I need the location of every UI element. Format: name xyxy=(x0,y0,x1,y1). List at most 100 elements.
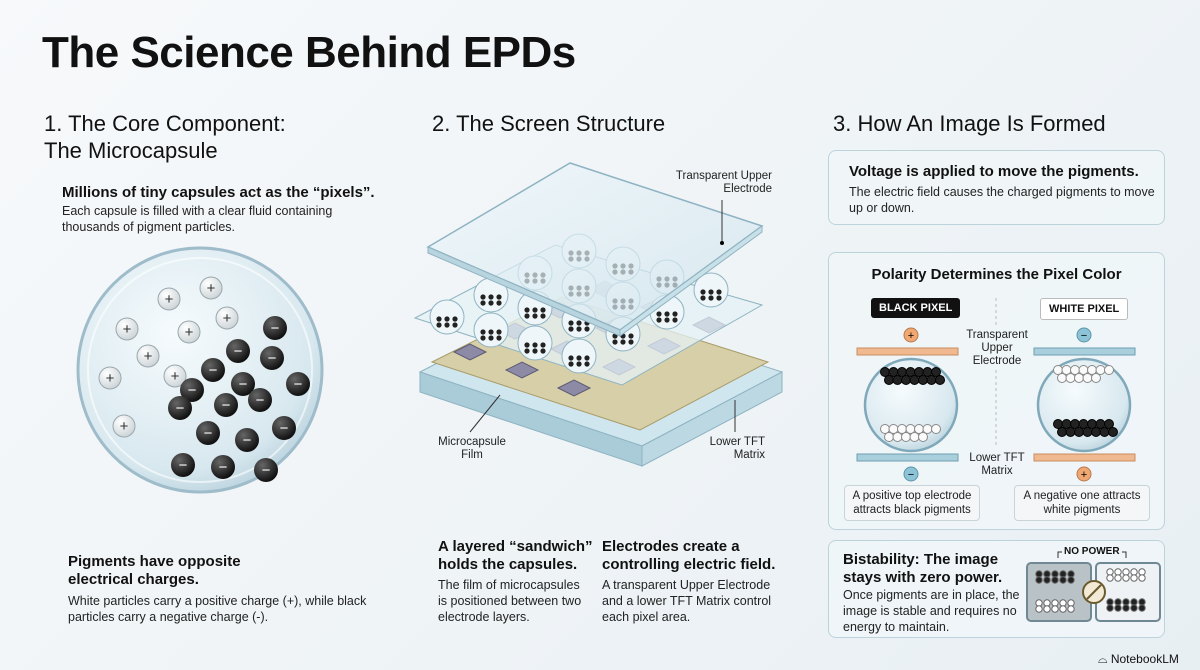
black-particle xyxy=(168,396,192,420)
pigment-dot xyxy=(672,317,678,323)
polarity-heading: Polarity Determines the Pixel Color xyxy=(871,266,1122,283)
label-microcapsule-film: Microcapsule Film xyxy=(438,436,506,461)
pigment-dot xyxy=(584,326,590,332)
minus-sign: − xyxy=(222,397,231,414)
pigment-dot xyxy=(436,316,442,322)
plus-sign: + xyxy=(123,321,132,338)
black-particle xyxy=(235,428,259,452)
minus-sign: − xyxy=(294,376,303,393)
page-title: The Science Behind EPDs xyxy=(42,28,576,77)
pigment-dot xyxy=(532,313,538,319)
electrodes-body: A transparent Upper Electrode and a lowe… xyxy=(602,578,772,624)
plus-sign: + xyxy=(165,291,174,308)
pigment-dot xyxy=(656,311,662,317)
notebooklm-logo-icon: ⌓ xyxy=(1098,652,1111,666)
white-particle xyxy=(136,344,160,368)
black-particle xyxy=(201,358,225,382)
pigment-dot xyxy=(576,361,582,367)
pigment-dot xyxy=(700,289,706,295)
pigment-dot xyxy=(532,348,538,354)
pigment-dot xyxy=(488,300,494,306)
white-caption: A negative one attracts white pigments xyxy=(1014,485,1150,521)
plus-sign: + xyxy=(207,280,216,297)
white-particle xyxy=(215,306,239,330)
pigment-dot xyxy=(488,335,494,341)
black-particle xyxy=(272,416,296,440)
plus-sign: + xyxy=(171,368,180,385)
pigment-dot xyxy=(584,361,590,367)
black-particle xyxy=(286,372,310,396)
white-particle xyxy=(157,287,181,311)
minus-sign: − xyxy=(188,382,197,399)
white-particle xyxy=(199,276,223,300)
label-tft-matrix: Lower TFT Matrix xyxy=(709,436,765,461)
pigment-dot xyxy=(496,300,502,306)
pigment-dot xyxy=(532,342,538,348)
pigment-dot xyxy=(444,316,450,322)
pigment-dot xyxy=(488,329,494,335)
pigment-dot xyxy=(480,294,486,300)
sandwich-heading: A layered “sandwich” holds the capsules. xyxy=(438,538,593,573)
plus-sign: + xyxy=(185,324,194,341)
pigment-dot xyxy=(664,311,670,317)
pigment-dot xyxy=(496,294,502,300)
minus-sign: − xyxy=(256,392,265,409)
minus-sign: − xyxy=(243,432,252,449)
minus-sign: − xyxy=(280,420,289,437)
pigment-dot xyxy=(436,322,442,328)
white-particle xyxy=(115,317,139,341)
tft-chip xyxy=(504,361,540,379)
pigment-dot xyxy=(628,339,634,345)
screen-structure-illustration xyxy=(413,162,784,467)
pigment-dot xyxy=(568,320,574,326)
plus-sign: + xyxy=(120,418,129,435)
pigment-dot xyxy=(568,361,574,367)
section1-heading-line1: 1. The Core Component: xyxy=(44,111,286,136)
sandwich-body: The film of microcapsules is positioned … xyxy=(438,578,582,624)
pigment-dot xyxy=(672,311,678,317)
tft-chip xyxy=(452,343,488,361)
microcapsule-illustration: +++++++++−−−−−−−−−−−−−−−− xyxy=(76,246,324,494)
polarity-upper-label: Transparent Upper Electrode xyxy=(966,329,1028,367)
white-particle xyxy=(163,364,187,388)
pigment-dot xyxy=(584,355,590,361)
pigment-dot xyxy=(708,295,714,301)
pigment-dot xyxy=(628,333,634,339)
white-particle xyxy=(112,414,136,438)
black-particle xyxy=(248,388,272,412)
electrodes-heading: Electrodes create a controlling electric… xyxy=(602,538,776,573)
minus-sign: − xyxy=(271,320,280,337)
pigment-dot xyxy=(496,329,502,335)
tft-chip xyxy=(556,379,592,397)
pigment-dot xyxy=(620,339,626,345)
black-particle xyxy=(226,339,250,363)
pigment-dot xyxy=(716,289,722,295)
plus-sign: + xyxy=(223,310,232,327)
minus-sign: − xyxy=(219,459,228,476)
notebooklm-brand: ⌓ NotebookLM xyxy=(1098,652,1179,667)
pigment-dot xyxy=(496,335,502,341)
minus-sign: − xyxy=(176,400,185,417)
pigment-dot xyxy=(576,355,582,361)
pigment-dot xyxy=(612,339,618,345)
capsule-body: Each capsule is filled with a clear flui… xyxy=(62,204,333,234)
section3-heading: 3. How An Image Is Formed xyxy=(833,111,1106,136)
section1-heading-line2: The Microcapsule xyxy=(44,138,218,163)
pigment-dot xyxy=(540,313,546,319)
charges-heading: Pigments have opposite electrical charge… xyxy=(68,553,241,588)
polarity-lower-label: Lower TFT Matrix xyxy=(969,452,1025,477)
pigment-dot xyxy=(480,300,486,306)
minus-sign: − xyxy=(234,343,243,360)
black-pixel-badge: BLACK PIXEL xyxy=(871,298,961,318)
black-particle xyxy=(263,316,287,340)
black-particle xyxy=(180,378,204,402)
charges-body: White particles carry a positive charge … xyxy=(68,594,367,624)
pigment-dot xyxy=(524,307,530,313)
plus-sign: + xyxy=(106,370,115,387)
pigment-dot xyxy=(664,317,670,323)
bistability-body: Once pigments are in place, the image is… xyxy=(843,588,1020,634)
no-power-label: NO POWER xyxy=(1064,546,1120,557)
plus-sign: + xyxy=(144,348,153,365)
bistability-card: Bistability: The image stays with zero p… xyxy=(828,540,1165,638)
pigment-dot xyxy=(524,342,530,348)
